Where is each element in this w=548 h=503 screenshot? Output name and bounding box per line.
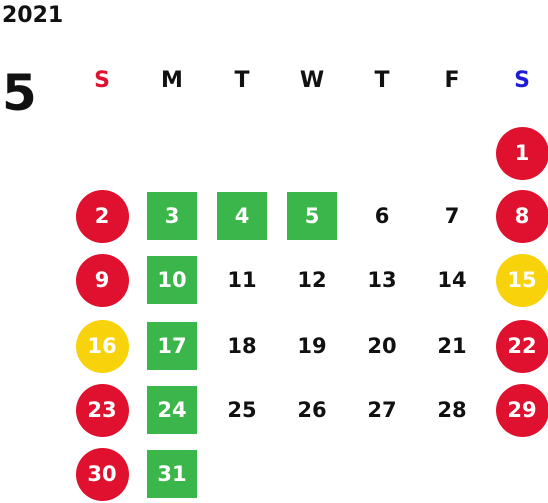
day-number: 21	[437, 334, 467, 358]
calendar-week-row: 16 17 18 19 20 21 22	[67, 318, 548, 374]
day-cell-24[interactable]: 24	[137, 382, 207, 438]
day-number: 8	[495, 189, 548, 243]
day-number: 7	[444, 204, 460, 228]
day-number: 16	[75, 319, 129, 373]
weekday-header-saturday: S	[514, 67, 530, 93]
day-cell-16[interactable]: 16	[67, 318, 137, 374]
day-number: 1	[495, 126, 548, 180]
day-number: 31	[147, 450, 197, 498]
day-cell-26[interactable]: 26	[277, 382, 347, 438]
day-number: 19	[297, 334, 327, 358]
day-number: 4	[217, 192, 267, 240]
day-number: 14	[437, 268, 467, 292]
day-cell-25[interactable]: 25	[207, 382, 277, 438]
weekday-header-wednesday: W	[299, 67, 325, 93]
day-number: 26	[297, 398, 327, 422]
day-cell-3[interactable]: 3	[137, 188, 207, 244]
day-number: 2	[75, 189, 129, 243]
day-number: 13	[367, 268, 397, 292]
day-cell-13[interactable]: 13	[347, 252, 417, 308]
day-number: 5	[287, 192, 337, 240]
calendar-week-row: 23 24 25 26 27 28 29	[67, 382, 548, 438]
day-cell-23[interactable]: 23	[67, 382, 137, 438]
day-cell-11[interactable]: 11	[207, 252, 277, 308]
day-cell-27[interactable]: 27	[347, 382, 417, 438]
weekday-header-thursday: T	[374, 67, 390, 93]
day-number: 17	[147, 322, 197, 370]
day-cell-4[interactable]: 4	[207, 188, 277, 244]
day-cell-1[interactable]: 1	[487, 125, 548, 181]
day-cell-20[interactable]: 20	[347, 318, 417, 374]
day-cell-21[interactable]: 21	[417, 318, 487, 374]
day-number: 15	[495, 253, 548, 307]
day-cell-12[interactable]: 12	[277, 252, 347, 308]
day-cell-29[interactable]: 29	[487, 382, 548, 438]
day-cell-19[interactable]: 19	[277, 318, 347, 374]
calendar-week-row: 9 10 11 12 13 14 15	[67, 252, 548, 308]
day-cell-10[interactable]: 10	[137, 252, 207, 308]
day-cell-5[interactable]: 5	[277, 188, 347, 244]
calendar-week-row: 30 31	[67, 446, 548, 502]
day-cell-28[interactable]: 28	[417, 382, 487, 438]
day-cell-22[interactable]: 22	[487, 318, 548, 374]
day-cell-17[interactable]: 17	[137, 318, 207, 374]
day-number: 24	[147, 386, 197, 434]
day-number: 23	[75, 383, 129, 437]
year-label: 2021	[2, 3, 64, 28]
day-number: 11	[227, 268, 257, 292]
day-number: 10	[147, 256, 197, 304]
month-number: 5	[2, 64, 37, 122]
weekday-header-friday: F	[444, 67, 460, 93]
day-number: 12	[297, 268, 327, 292]
weekday-header-tuesday: T	[234, 67, 250, 93]
calendar-week-row: 1	[67, 125, 548, 181]
day-number: 25	[227, 398, 257, 422]
day-cell-2[interactable]: 2	[67, 188, 137, 244]
weekday-header-sunday: S	[94, 67, 110, 93]
day-cell-8[interactable]: 8	[487, 188, 548, 244]
day-number: 18	[227, 334, 257, 358]
day-number: 30	[75, 447, 129, 501]
day-cell-18[interactable]: 18	[207, 318, 277, 374]
day-cell-7[interactable]: 7	[417, 188, 487, 244]
day-number: 3	[147, 192, 197, 240]
day-number: 29	[495, 383, 548, 437]
day-number: 20	[367, 334, 397, 358]
day-cell-15[interactable]: 15	[487, 252, 548, 308]
day-number: 22	[495, 319, 548, 373]
day-number: 28	[437, 398, 467, 422]
day-number: 27	[367, 398, 397, 422]
day-cell-31[interactable]: 31	[137, 446, 207, 502]
weekday-header-monday: M	[161, 67, 183, 93]
day-cell-30[interactable]: 30	[67, 446, 137, 502]
day-number: 6	[374, 204, 390, 228]
day-cell-14[interactable]: 14	[417, 252, 487, 308]
day-cell-6[interactable]: 6	[347, 188, 417, 244]
day-number: 9	[75, 253, 129, 307]
day-cell-9[interactable]: 9	[67, 252, 137, 308]
